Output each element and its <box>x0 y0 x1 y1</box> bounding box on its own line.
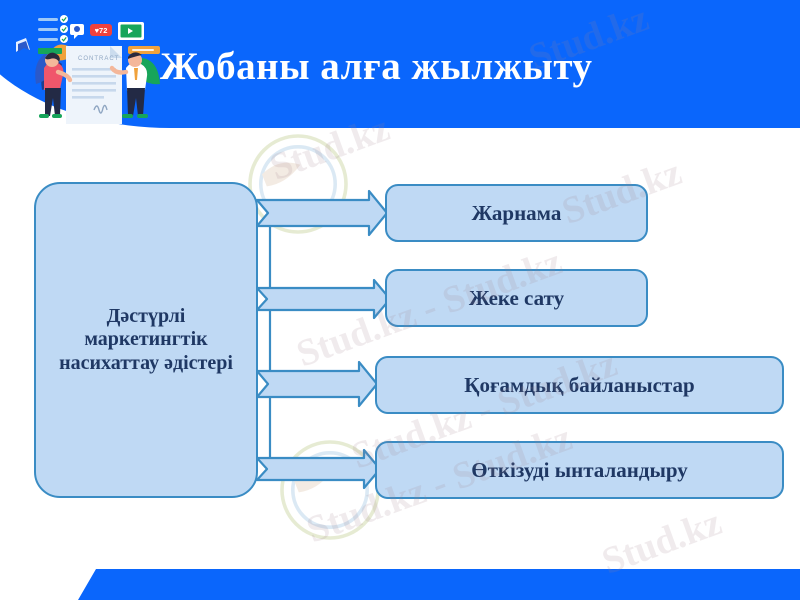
diagram-source-node[interactable]: Дәстүрлі маркетингтік насихаттау әдістер… <box>34 182 258 498</box>
flow-arrow-2 <box>255 278 392 320</box>
diagram-source-label: Дәстүрлі маркетингтік насихаттау әдістер… <box>59 305 233 374</box>
diagram-target-label: Жарнама <box>471 200 562 225</box>
svg-text:CONTRACT: CONTRACT <box>78 56 119 62</box>
diagram-target-label: Өткізуді ынталандыру <box>471 457 688 482</box>
flow-arrow-3 <box>255 360 379 408</box>
diagram-target-label: Қоғамдық байланыстар <box>464 372 695 397</box>
flow-arrow-4 <box>255 448 382 490</box>
promotion-methods-diagram: Дәстүрлі маркетингтік насихаттау әдістер… <box>0 128 800 568</box>
diagram-target-node-3[interactable]: Қоғамдық байланыстар <box>375 356 784 414</box>
badge-count-72: ♥72 <box>95 26 108 35</box>
flow-arrow-1 <box>255 189 389 237</box>
page-title: Жобаны алға жылжыту <box>160 45 593 88</box>
diagram-target-node-1[interactable]: Жарнама <box>385 184 648 242</box>
diagram-target-node-2[interactable]: Жеке сату <box>385 269 648 327</box>
footer-bar <box>78 569 800 600</box>
diagram-target-node-4[interactable]: Өткізуді ынталандыру <box>375 441 784 499</box>
contract-signing-illustration: ♥72 CONTRACT <box>16 15 160 124</box>
diagram-target-label: Жеке сату <box>468 285 565 310</box>
